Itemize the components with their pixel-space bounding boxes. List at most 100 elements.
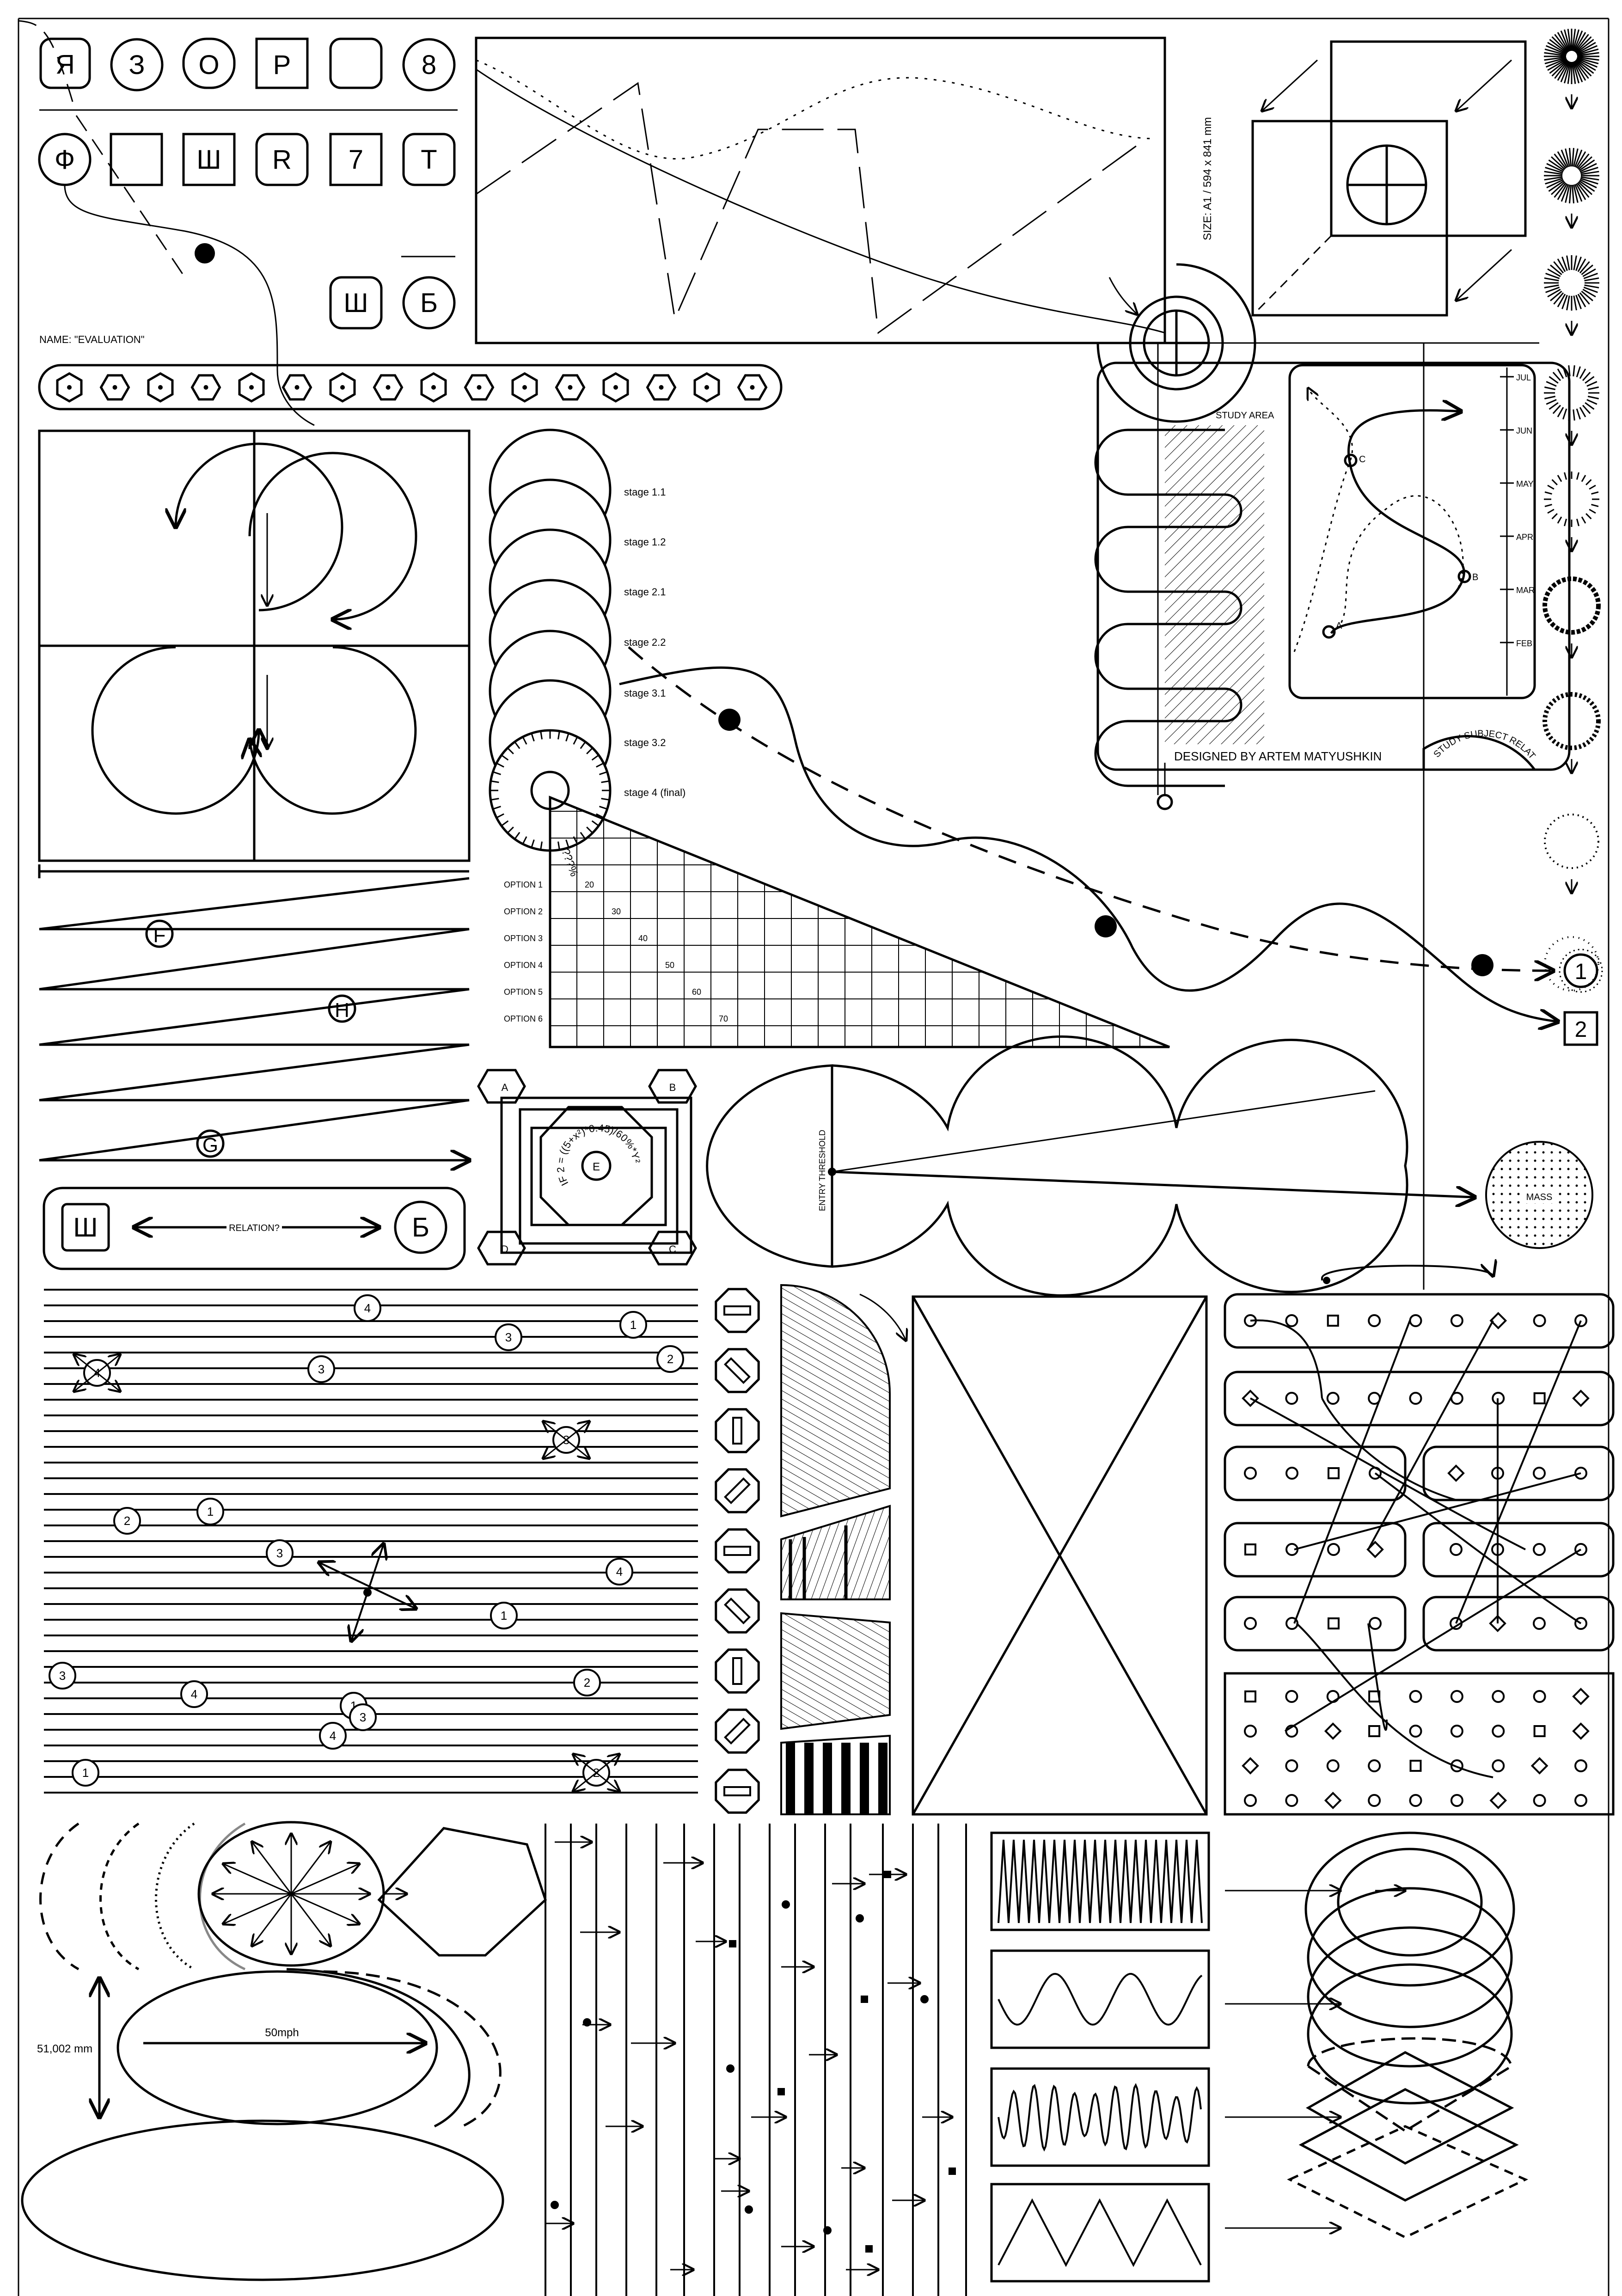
hexagon-icon [99, 374, 130, 401]
staff-node-label: 1 [630, 1318, 637, 1332]
glyph-key[interactable]: Ш [182, 133, 236, 186]
option-value: 70 [719, 1014, 728, 1023]
zigzag-letter-g[interactable]: G [196, 1129, 225, 1158]
option-label: OPTION 5 [504, 987, 543, 997]
corner-d: D [477, 1231, 526, 1266]
hexagon-dot [249, 385, 254, 390]
circle-node [1574, 1794, 1587, 1807]
staff-node [656, 1345, 684, 1373]
staff-node [72, 1759, 99, 1787]
field-square [861, 1996, 868, 2003]
glyph-key[interactable]: Р [255, 37, 309, 89]
staff-node [180, 1680, 208, 1708]
square-node [1368, 1725, 1381, 1737]
field-dot [782, 1900, 790, 1909]
circle-node [1574, 1467, 1587, 1480]
glyph-key[interactable]: Я [39, 37, 91, 89]
option-value: 20 [585, 880, 594, 889]
month-curve [1330, 410, 1465, 634]
zigzag-letter-h[interactable]: H [328, 994, 356, 1023]
stage-disc-tick [490, 780, 499, 783]
stage-disc-tick [599, 771, 608, 775]
glyph-key[interactable]: Ш [329, 276, 383, 330]
sunburst-ray [1574, 149, 1583, 167]
circle-node [1368, 1314, 1381, 1327]
sunburst-ray [1584, 277, 1599, 282]
glyph-key[interactable]: R [255, 133, 309, 186]
flow-node-dot [1095, 915, 1117, 937]
glyph-key[interactable] [329, 37, 383, 89]
corner-b: B [648, 1069, 697, 1104]
node-box [1224, 1522, 1407, 1578]
octagon-button [715, 1408, 760, 1453]
sunburst-ray [1544, 176, 1563, 181]
diamond-node [1242, 1390, 1259, 1407]
starburst-ray [290, 1842, 331, 1894]
stage-label: stage 4 (final) [624, 787, 686, 798]
staff-node [307, 1355, 335, 1383]
sunburst-ray [1564, 519, 1567, 527]
circle-node [1285, 1690, 1298, 1703]
glyph-key[interactable] [110, 133, 163, 186]
staff-node-arrow [74, 1372, 98, 1391]
sunburst-ring [1542, 692, 1601, 750]
crossing-dot [363, 1588, 372, 1597]
glyph-key[interactable]: Б [402, 276, 456, 330]
node-link [1321, 1398, 1457, 1501]
sunburst-ray [1575, 257, 1582, 271]
sunburst-ray [1580, 166, 1598, 174]
sunburst-ray [1560, 61, 1570, 83]
glyph-key[interactable]: 8 [402, 38, 456, 92]
glyph-key-label: 8 [422, 50, 436, 80]
circle-node [1409, 1392, 1422, 1405]
zigzag-letter-f[interactable]: F [145, 919, 174, 948]
glyph-key-label: 7 [349, 145, 363, 175]
option-label: OPTION 1 [504, 880, 543, 889]
circle-node [1574, 1543, 1587, 1556]
sunburst-ray [1554, 153, 1567, 169]
staff-node [495, 1323, 522, 1351]
sunburst-ray [1549, 376, 1559, 384]
sunburst-ray [1575, 151, 1586, 168]
end-node-1[interactable]: 1 [1559, 949, 1603, 993]
octagon-button [715, 1288, 760, 1333]
sunburst-ray [1576, 58, 1598, 68]
hexagon-icon [693, 372, 720, 403]
hexagon-icon [329, 372, 356, 403]
node-link [1321, 1266, 1493, 1280]
sunburst-ray [1571, 184, 1574, 203]
node-link [1284, 1549, 1582, 1732]
circle-node [1368, 1794, 1381, 1807]
circle-node [1409, 1794, 1422, 1807]
circle-node [1533, 1617, 1546, 1630]
glyph-key[interactable]: Ф [38, 133, 92, 186]
staff-node-label: 4 [616, 1565, 623, 1579]
circle-node [1244, 1725, 1257, 1738]
month-label: APR [1516, 533, 1533, 542]
starburst-ray [252, 1893, 292, 1946]
glyph-key[interactable]: Т [402, 133, 456, 186]
sunburst-ray [1545, 178, 1563, 185]
sunburst-ray [1557, 407, 1564, 417]
size-label: SIZE: A1 / 594 x 841 mm [1201, 117, 1214, 240]
node-link [1294, 1472, 1581, 1550]
glyph-key[interactable]: О [182, 37, 236, 89]
glyph-key[interactable]: 7 [329, 133, 383, 186]
node-link [1250, 1397, 1526, 1550]
sunburst-ray [1586, 399, 1598, 405]
circle-node [1285, 1467, 1298, 1480]
sunburst-ray [1582, 288, 1596, 298]
sunburst-ray [1582, 372, 1591, 381]
option-value: 40 [638, 934, 648, 943]
wave-line [998, 2198, 1202, 2267]
sunburst-ray [1544, 386, 1556, 390]
circle-node [1574, 1617, 1587, 1630]
stage-label: stage 2.2 [624, 637, 666, 648]
sunburst-ray [1553, 292, 1564, 305]
stage-disc-tick [501, 754, 509, 761]
staff-node-arrow [596, 1754, 619, 1774]
glyph-key[interactable]: З [110, 38, 164, 92]
end-node-2[interactable]: 2 [1563, 1011, 1598, 1046]
stage-disc-tick [557, 841, 560, 850]
sunburst-ray [1576, 408, 1581, 420]
